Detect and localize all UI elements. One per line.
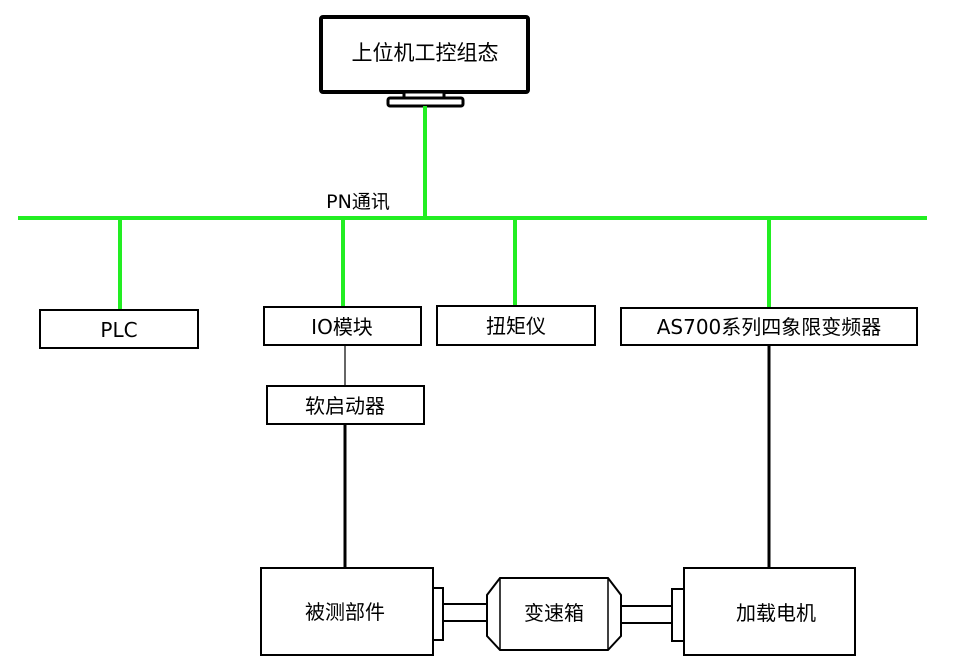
load-motor-label: 加载电机 bbox=[736, 601, 816, 625]
bus-label: PN通讯 bbox=[326, 191, 390, 213]
io-label: IO模块 bbox=[311, 315, 373, 339]
torque-label: 扭矩仪 bbox=[486, 314, 546, 338]
hmi-label: 上位机工控组态 bbox=[352, 41, 499, 65]
plc-box: PLC bbox=[39, 309, 199, 349]
plc-label: PLC bbox=[100, 318, 137, 342]
hmi-monitor: 上位机工控组态 bbox=[319, 15, 530, 108]
dut-label: 被测部件 bbox=[305, 600, 385, 624]
vfd-box: AS700系列四象限变频器 bbox=[620, 307, 918, 346]
gearbox-label: 变速箱 bbox=[524, 601, 584, 625]
input-shaft bbox=[442, 603, 489, 622]
motor-flange bbox=[671, 588, 685, 642]
dut-box: 被测部件 bbox=[260, 567, 434, 656]
io-module-box: IO模块 bbox=[263, 306, 422, 346]
load-motor-box: 加载电机 bbox=[683, 567, 856, 656]
torque-meter-box: 扭矩仪 bbox=[436, 305, 596, 346]
gearbox: 变速箱 bbox=[486, 577, 622, 651]
vfd-label: AS700系列四象限变频器 bbox=[657, 315, 882, 339]
soft-starter-label: 软启动器 bbox=[305, 394, 385, 418]
dut-flange bbox=[432, 587, 444, 641]
soft-starter-box: 软启动器 bbox=[266, 385, 425, 425]
output-shaft bbox=[620, 605, 673, 624]
